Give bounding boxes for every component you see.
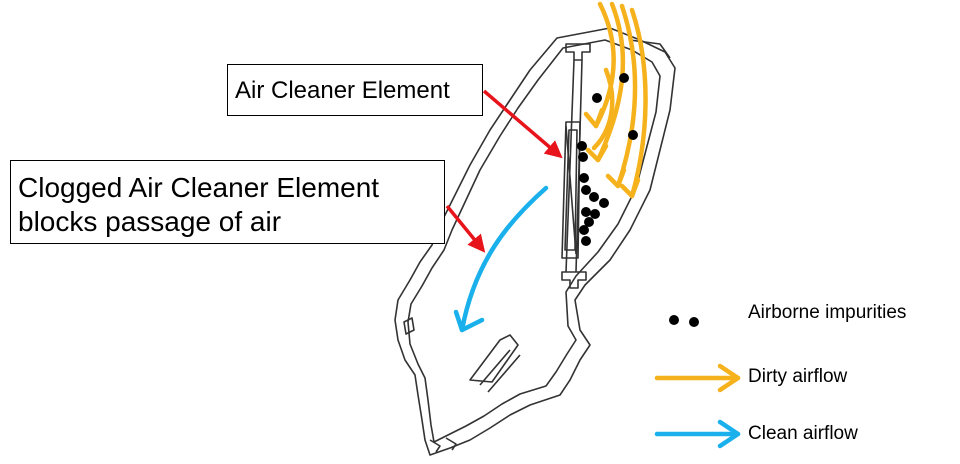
clean-airflow-arrow [453, 185, 549, 333]
air-cleaner-element-label: Air Cleaner Element [235, 77, 450, 104]
legend-impurities-symbol [669, 315, 699, 327]
impurity-dot [628, 130, 638, 140]
clogged-pointer-arrow [445, 204, 486, 253]
impurity-dot [581, 185, 591, 195]
impurity-dot [619, 73, 629, 83]
clogged-element-callout: Clogged Air Cleaner Element blocks passa… [10, 160, 445, 244]
dirty-airflow-arrow-4 [629, 7, 648, 199]
impurity-dots [577, 73, 638, 246]
impurity-dot [581, 207, 591, 217]
legend-clean-label: Clean airflow [748, 423, 858, 444]
air-cleaner-element-callout: Air Cleaner Element [227, 64, 483, 116]
impurity-dot [599, 198, 609, 208]
legend-impurities-label: Airborne impurities [748, 302, 907, 323]
impurity-dot [589, 192, 599, 202]
impurity-dot [577, 141, 587, 151]
clogged-callout-line-1: Clogged Air Cleaner Element [18, 172, 380, 203]
impurity-dot [579, 225, 589, 235]
legend-clean-arrow [654, 419, 741, 449]
legend-dirty-arrow [654, 363, 741, 393]
legend-dirty-label: Dirty airflow [748, 366, 848, 387]
element-pointer-arrow [482, 89, 563, 159]
dirty-airflow-arrow-5 [591, 67, 615, 151]
impurity-dot [578, 152, 588, 162]
impurity-dot [592, 93, 602, 103]
impurity-dot [584, 217, 594, 227]
clogged-callout-line-2: blocks passage of air [18, 206, 282, 237]
dirty-airflow-arrow-3 [615, 3, 638, 189]
impurity-dot [579, 173, 589, 183]
impurity-dot [590, 209, 600, 219]
impurity-dot [581, 236, 591, 246]
